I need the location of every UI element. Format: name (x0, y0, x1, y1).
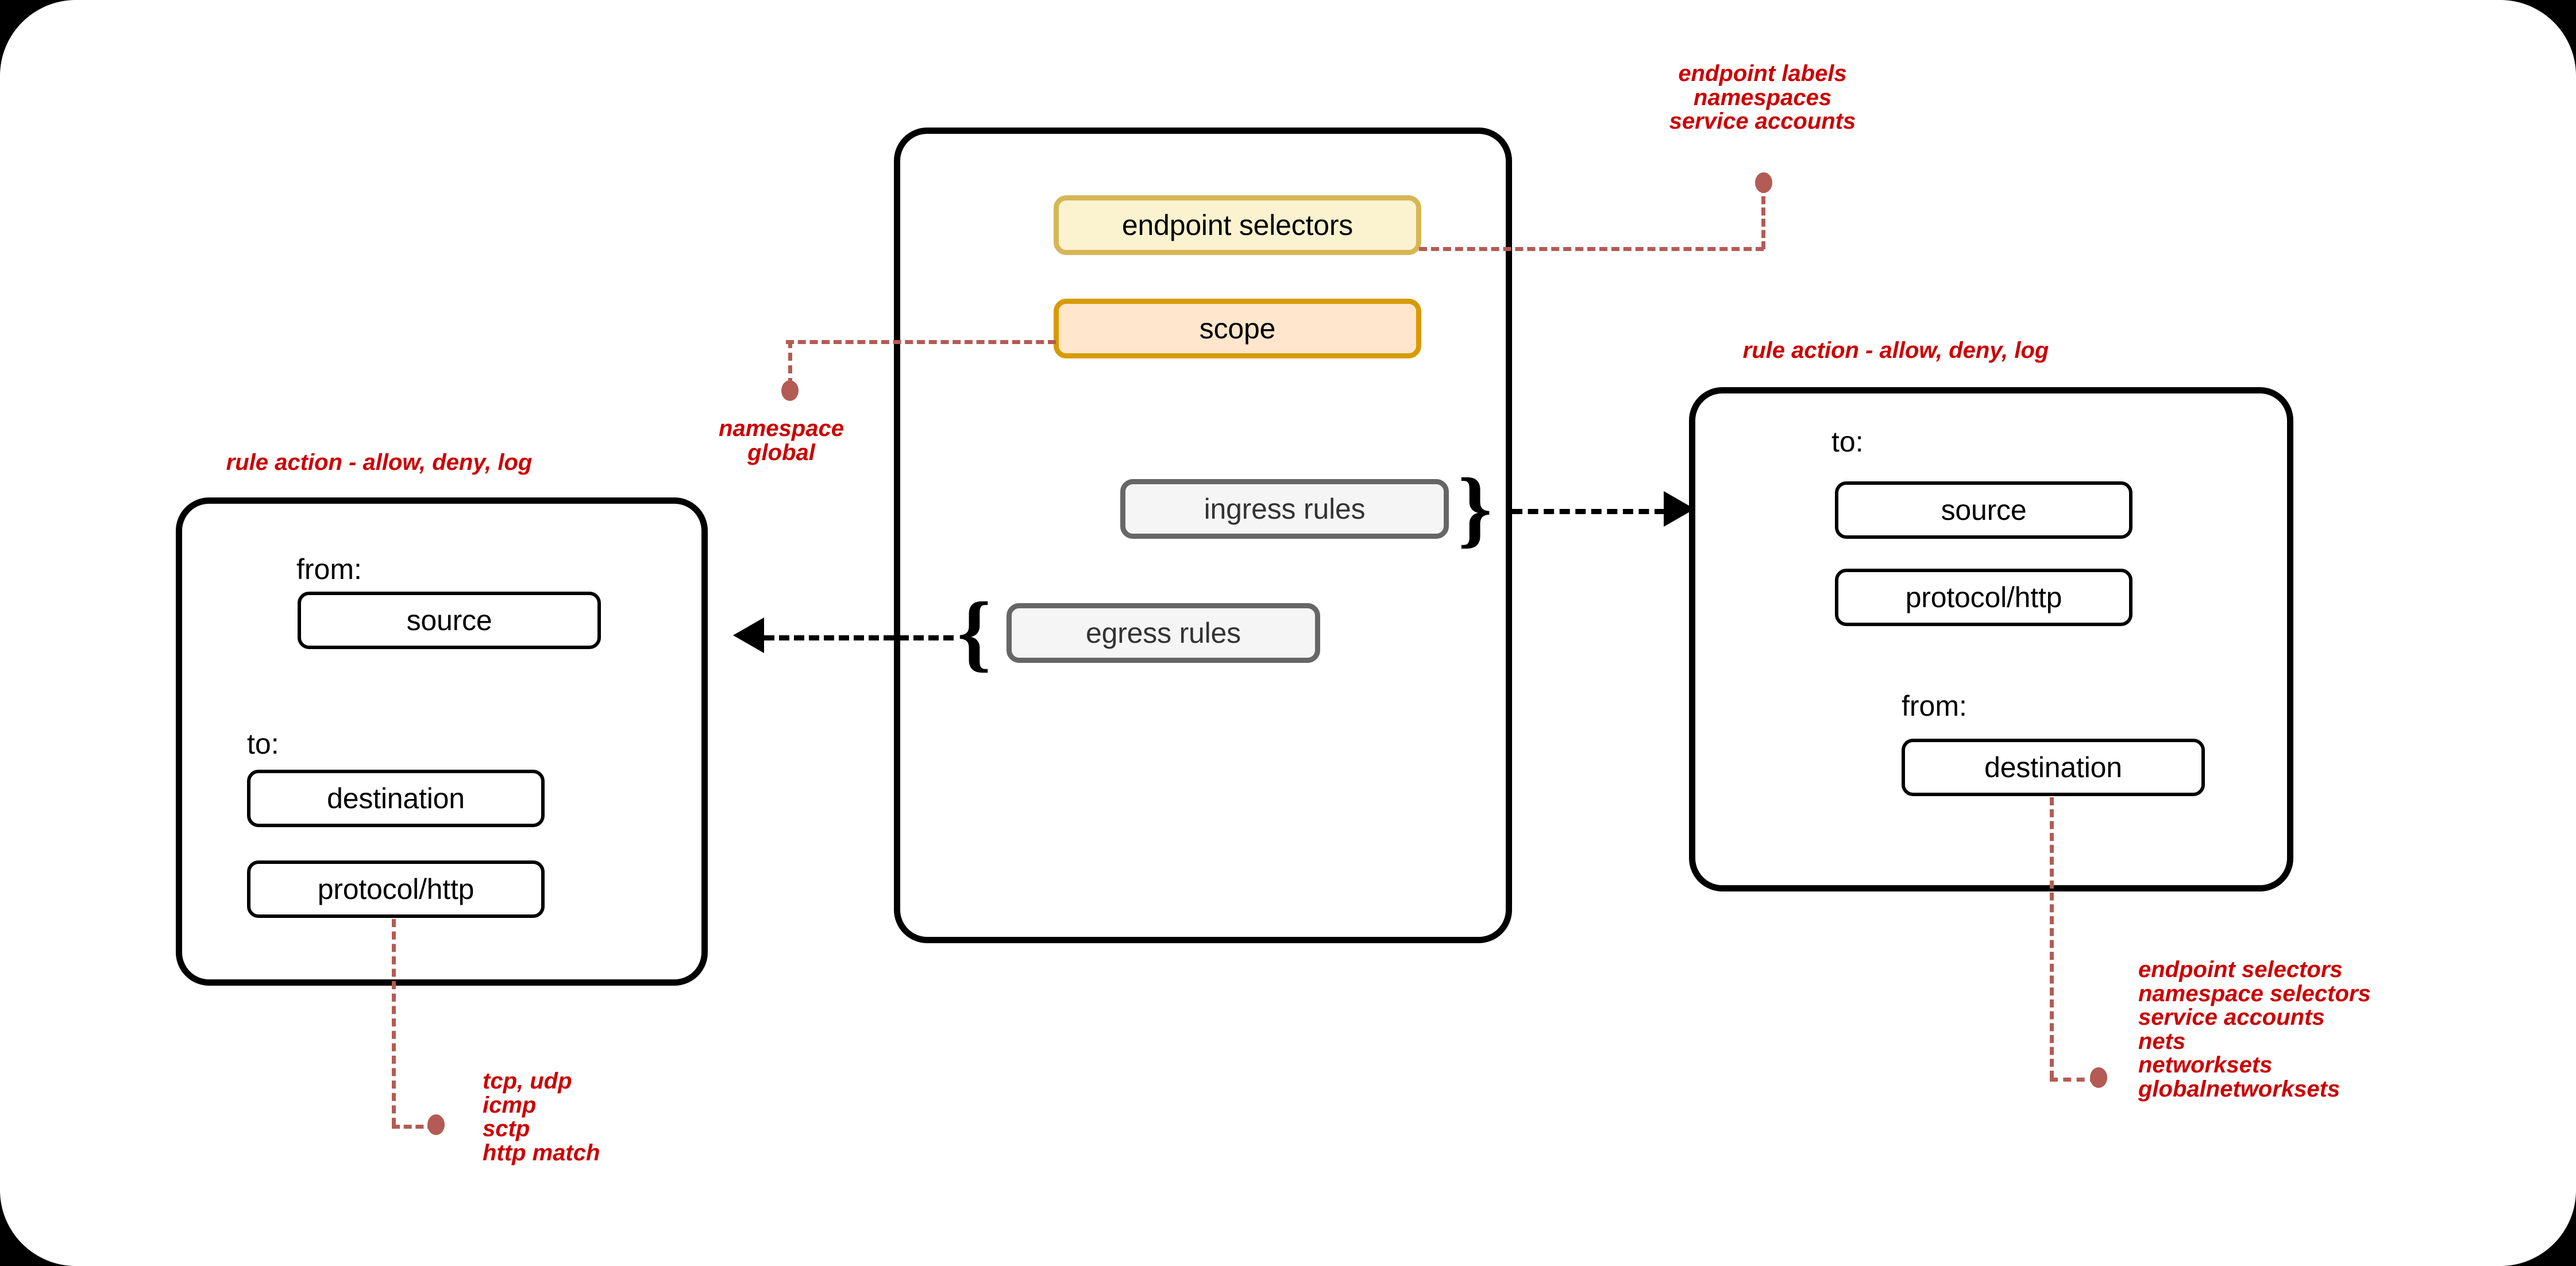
annotation-line: service accounts (2138, 1005, 2325, 1030)
leader-destination-v (2050, 797, 2054, 1079)
brace-ingress-icon: } (1458, 461, 1493, 556)
right-from-caption: from: (1902, 690, 1967, 722)
annotation-scope: namespace global (649, 416, 913, 465)
annotation-protocol-http: tcp, udp icmp sctp http match (483, 1068, 770, 1165)
arrow-ingress-to-right-panel (1512, 509, 1665, 514)
box-endpoint-selectors[interactable]: endpoint selectors (1054, 195, 1421, 255)
annotation-line: networksets (2138, 1052, 2273, 1078)
leader-protocol-http-dot-icon (427, 1114, 445, 1135)
annotation-line: tcp, udp (483, 1068, 572, 1094)
annotation-endpoint-selectors: endpoint labels namespaces service accou… (1591, 61, 1934, 134)
right-box-destination[interactable]: destination (1902, 739, 2205, 796)
annotation-line: nets (2138, 1028, 2186, 1054)
left-box-protocol-http[interactable]: protocol/http (247, 860, 545, 918)
left-from-caption: from: (296, 553, 362, 585)
arrow-egress-to-left-panel (764, 635, 954, 640)
leader-protocol-http-h (392, 1125, 435, 1129)
annotation-line: namespace selectors (2138, 981, 2371, 1006)
annotation-line: service accounts (1669, 109, 1856, 134)
leader-endpoint-selectors-dot-icon (1755, 172, 1772, 193)
leader-destination-h (2050, 1078, 2098, 1082)
leader-destination-dot-icon (2090, 1067, 2107, 1088)
leader-protocol-http-v (392, 919, 396, 1126)
leader-endpoint-selectors-h (1419, 247, 1764, 251)
left-to-caption: to: (247, 728, 279, 760)
brace-egress-icon: { (957, 585, 992, 680)
box-egress-rules[interactable]: egress rules (1007, 603, 1320, 663)
right-box-protocol-http[interactable]: protocol/http (1835, 569, 2132, 626)
leader-scope-h (786, 340, 1056, 344)
annotation-line: icmp (483, 1092, 537, 1118)
right-to-caption: to: (1831, 426, 1864, 458)
box-ingress-rules[interactable]: ingress rules (1120, 479, 1449, 539)
arrow-ingress-head-icon (1664, 491, 1695, 527)
right-box-source[interactable]: source (1835, 481, 2132, 539)
arrow-egress-head-icon (733, 617, 764, 653)
right-panel-rule-action-annotation: rule action - allow, deny, log (1742, 338, 2049, 363)
annotation-line: http match (483, 1140, 600, 1165)
annotation-destination: endpoint selectors namespace selectors s… (2138, 958, 2494, 1102)
left-panel-rule-action-annotation: rule action - allow, deny, log (226, 450, 533, 475)
annotation-line: endpoint selectors (2138, 957, 2343, 982)
annotation-line: global (747, 439, 815, 465)
leader-scope-dot-icon (781, 380, 799, 401)
right-ingress-panel (1689, 387, 2293, 891)
annotation-line: globalnetworksets (2138, 1076, 2340, 1102)
box-scope[interactable]: scope (1054, 299, 1421, 358)
annotation-line: namespace (719, 416, 844, 441)
annotation-line: sctp (483, 1116, 530, 1142)
annotation-line: endpoint labels (1678, 61, 1847, 86)
leader-endpoint-selectors-v (1761, 185, 1765, 249)
left-box-source[interactable]: source (298, 592, 601, 649)
leader-scope-v (788, 340, 792, 386)
left-box-destination[interactable]: destination (247, 770, 545, 827)
annotation-line: namespaces (1693, 84, 1832, 110)
